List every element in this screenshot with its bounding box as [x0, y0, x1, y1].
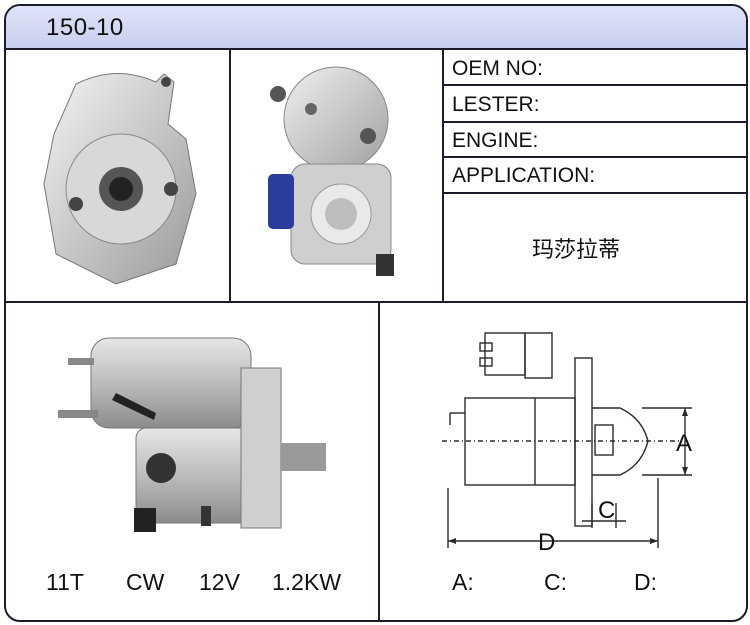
divider-horizontal	[6, 301, 746, 303]
part-number: 150-10	[46, 14, 124, 41]
product-sheet: 150-10 OEM NO: LESTER: ENGINE: APPLICATI…	[4, 4, 748, 622]
table-line-1	[442, 84, 746, 86]
dim-a-label: A:	[452, 569, 474, 595]
dim-c-label: C:	[544, 569, 567, 595]
divider-bottom	[378, 301, 380, 620]
spec-power: 1.2KW	[272, 569, 342, 595]
starter-front-photo	[43, 73, 197, 285]
table-line-2	[442, 121, 746, 123]
divider-top-mid	[442, 48, 444, 302]
drawing-label-a: A	[676, 430, 692, 457]
lester-label: LESTER:	[452, 93, 540, 116]
drawing-label-d: D	[538, 529, 555, 556]
spec-rotation: CW	[126, 569, 165, 595]
application-label: APPLICATION:	[452, 164, 596, 187]
header-bar: 150-10	[6, 6, 746, 50]
spec-teeth: 11T	[46, 569, 84, 595]
dimension-drawing: A C D	[442, 332, 692, 556]
table-line-3	[442, 156, 746, 158]
spec-voltage: 12V	[199, 569, 240, 595]
application-value: 玛莎拉蒂	[532, 238, 621, 263]
engine-label: ENGINE:	[452, 129, 539, 152]
oem-no-label: OEM NO:	[452, 57, 544, 80]
dim-d-label: D:	[634, 569, 657, 595]
divider-top-left	[229, 48, 231, 302]
drawing-label-c: C	[598, 497, 615, 524]
starter-rear-photo	[268, 66, 394, 276]
table-line-4	[442, 192, 746, 194]
starter-side-photo	[58, 337, 326, 532]
